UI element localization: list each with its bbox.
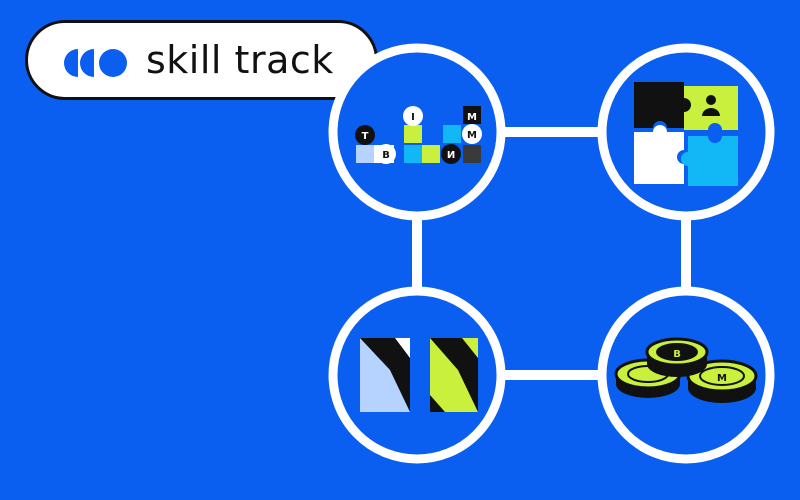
node-puzzle bbox=[597, 43, 775, 221]
brand-name: skill track bbox=[146, 38, 334, 82]
coin-letter-v: В bbox=[673, 349, 681, 360]
letter-i: І bbox=[411, 112, 415, 123]
letter-t: Т bbox=[362, 131, 369, 142]
coins-icon: М В bbox=[614, 337, 758, 403]
letter-blocks-icon: Т В І М М И bbox=[355, 106, 482, 164]
skill-track-logo: skill track bbox=[25, 20, 378, 100]
puzzle-pieces-icon bbox=[634, 82, 738, 186]
coin-letter-m: М bbox=[717, 373, 727, 384]
letter-m-top: М bbox=[467, 112, 477, 123]
letter-v: В bbox=[382, 150, 390, 161]
letter-m-middle: М bbox=[467, 130, 477, 141]
node-letters: Т В І М М И bbox=[328, 43, 506, 221]
triple-circle-logo-icon bbox=[64, 49, 127, 77]
graph-connectors bbox=[412, 127, 691, 380]
node-coins: М В bbox=[597, 286, 775, 464]
node-chevrons bbox=[328, 286, 506, 464]
chevron-shapes-icon bbox=[360, 338, 478, 412]
letter-i-cyrillic: И bbox=[447, 150, 455, 161]
